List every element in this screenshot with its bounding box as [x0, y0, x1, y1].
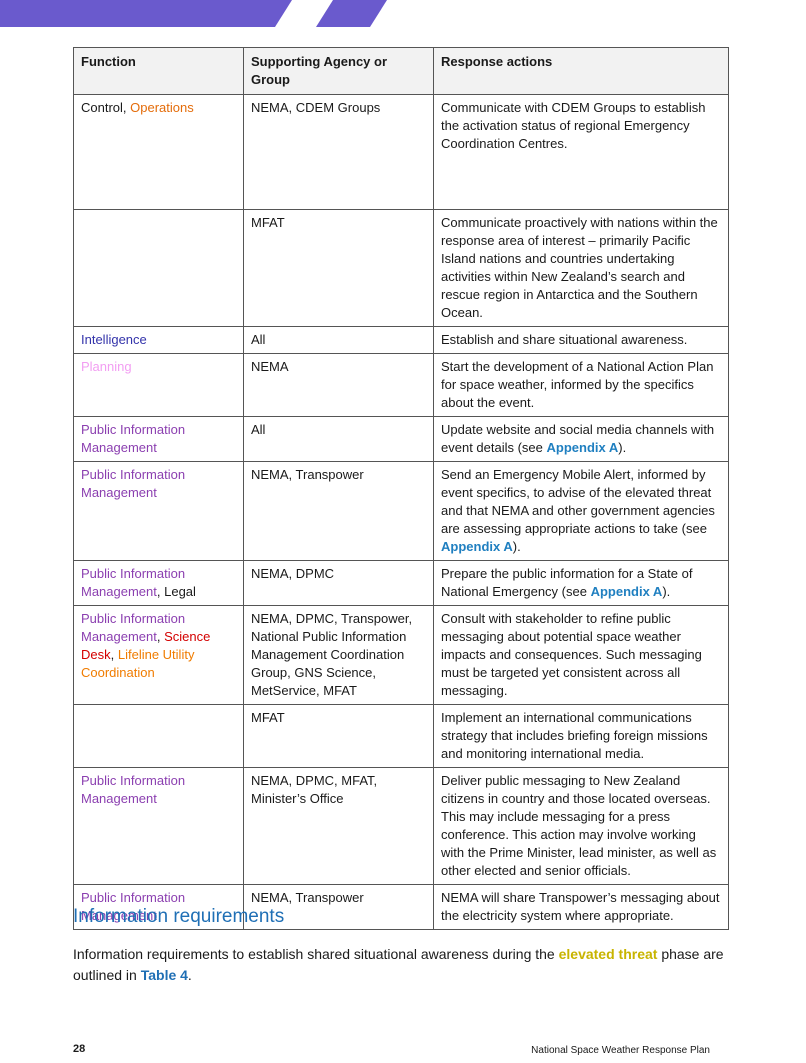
table-row: MFAT Communicate proactively with nation… [73, 209, 729, 327]
agency-cell: All [243, 326, 434, 354]
header-function: Function [73, 47, 244, 95]
action-cell: Consult with stakeholder to refine publi… [433, 605, 729, 705]
section-heading: Information requirements [73, 906, 285, 927]
action-text: Update website and social media channels… [441, 422, 715, 455]
action-cell: Prepare the public information for a Sta… [433, 560, 729, 606]
table-row: Public Information Management NEMA, DPMC… [73, 767, 729, 885]
function-operations: Operations [130, 100, 194, 115]
table-row: Public Information Management, Legal NEM… [73, 560, 729, 606]
function-legal: , Legal [156, 584, 196, 599]
function-public-information-management: Public Information Management [73, 884, 244, 930]
table-row: Public Information Management NEMA, Tran… [73, 884, 729, 930]
function-cell: Public Information Management, Legal [73, 560, 244, 606]
response-actions-table: Function Supporting Agency or Group Resp… [73, 47, 729, 930]
function-public-information-management: Public Information Management [81, 566, 186, 599]
function-text: Control, [81, 100, 131, 115]
function-cell: Public Information Management, Science D… [73, 605, 244, 705]
function-planning: Planning [73, 353, 244, 417]
table-4-link[interactable]: Table 4 [140, 967, 188, 983]
banner-stripe-right [316, 0, 387, 27]
header-response-actions: Response actions [433, 47, 729, 95]
appendix-a-link[interactable]: Appendix A [590, 584, 663, 599]
function-lifeline-utility-coordination: Lifeline Utility Coordination [81, 647, 195, 680]
paragraph-text: Information requirements to establish sh… [73, 946, 559, 962]
table-row: Control, Operations NEMA, CDEM Groups Co… [73, 94, 729, 210]
agency-cell: NEMA, CDEM Groups [243, 94, 434, 210]
table-row: Public Information Management NEMA, Tran… [73, 461, 729, 561]
section-paragraph: Information requirements to establish sh… [73, 944, 733, 986]
function-cell: Control, Operations [73, 94, 244, 210]
action-cell: Send an Emergency Mobile Alert, informed… [433, 461, 729, 561]
page-number: 28 [73, 1043, 86, 1055]
agency-cell: NEMA, DPMC [243, 560, 434, 606]
agency-cell: NEMA [243, 353, 434, 417]
action-cell: Communicate with CDEM Groups to establis… [433, 94, 729, 210]
action-cell: Start the development of a National Acti… [433, 353, 729, 417]
header-banner [0, 0, 387, 27]
elevated-threat-highlight: elevated threat [558, 946, 658, 962]
table-row: Public Information Management, Science D… [73, 605, 729, 705]
agency-cell: MFAT [243, 209, 434, 327]
table-row: MFAT Implement an international communic… [73, 704, 729, 768]
action-text-end: ). [512, 539, 521, 554]
function-science-desk: Science Desk [81, 629, 211, 662]
header-supporting-agency: Supporting Agency or Group [243, 47, 434, 95]
footer-document-title: National Space Weather Response Plan [531, 1045, 710, 1056]
function-separator: , [156, 629, 165, 644]
function-separator: , [110, 647, 118, 662]
action-text-end: ). [662, 584, 671, 599]
function-intelligence: Intelligence [73, 326, 244, 354]
table-header-row: Function Supporting Agency or Group Resp… [73, 47, 729, 95]
function-cell [73, 209, 244, 327]
function-public-information-management: Public Information Management [81, 611, 186, 644]
agency-cell: NEMA, DPMC, Transpower, National Public … [243, 605, 434, 705]
agency-cell: NEMA, DPMC, MFAT, Minister’s Office [243, 767, 434, 885]
action-cell: Update website and social media channels… [433, 416, 729, 462]
action-text-end: ). [618, 440, 627, 455]
paragraph-text-end: . [187, 967, 192, 983]
agency-cell: NEMA, Transpower [243, 884, 434, 930]
agency-cell: NEMA, Transpower [243, 461, 434, 561]
table-row: Planning NEMA Start the development of a… [73, 353, 729, 417]
function-public-information-management: Public Information Management [73, 461, 244, 561]
function-cell [73, 704, 244, 768]
agency-cell: All [243, 416, 434, 462]
paragraph-text: phase are outlined in [73, 946, 724, 983]
action-cell: Establish and share situational awarenes… [433, 326, 729, 354]
table-row: Intelligence All Establish and share sit… [73, 326, 729, 354]
action-cell: NEMA will share Transpower’s messaging a… [433, 884, 729, 930]
action-cell: Communicate proactively with nations wit… [433, 209, 729, 327]
action-text: Prepare the public information for a Sta… [441, 566, 693, 599]
banner-stripe-left [0, 0, 292, 27]
action-cell: Deliver public messaging to New Zealand … [433, 767, 729, 885]
table-row: Public Information Management All Update… [73, 416, 729, 462]
action-cell: Implement an international communication… [433, 704, 729, 768]
appendix-a-link[interactable]: Appendix A [441, 539, 513, 554]
appendix-a-link[interactable]: Appendix A [546, 440, 619, 455]
agency-cell: MFAT [243, 704, 434, 768]
function-public-information-management: Public Information Management [73, 416, 244, 462]
function-public-information-management: Public Information Management [73, 767, 244, 885]
action-text: Send an Emergency Mobile Alert, informed… [441, 467, 715, 536]
